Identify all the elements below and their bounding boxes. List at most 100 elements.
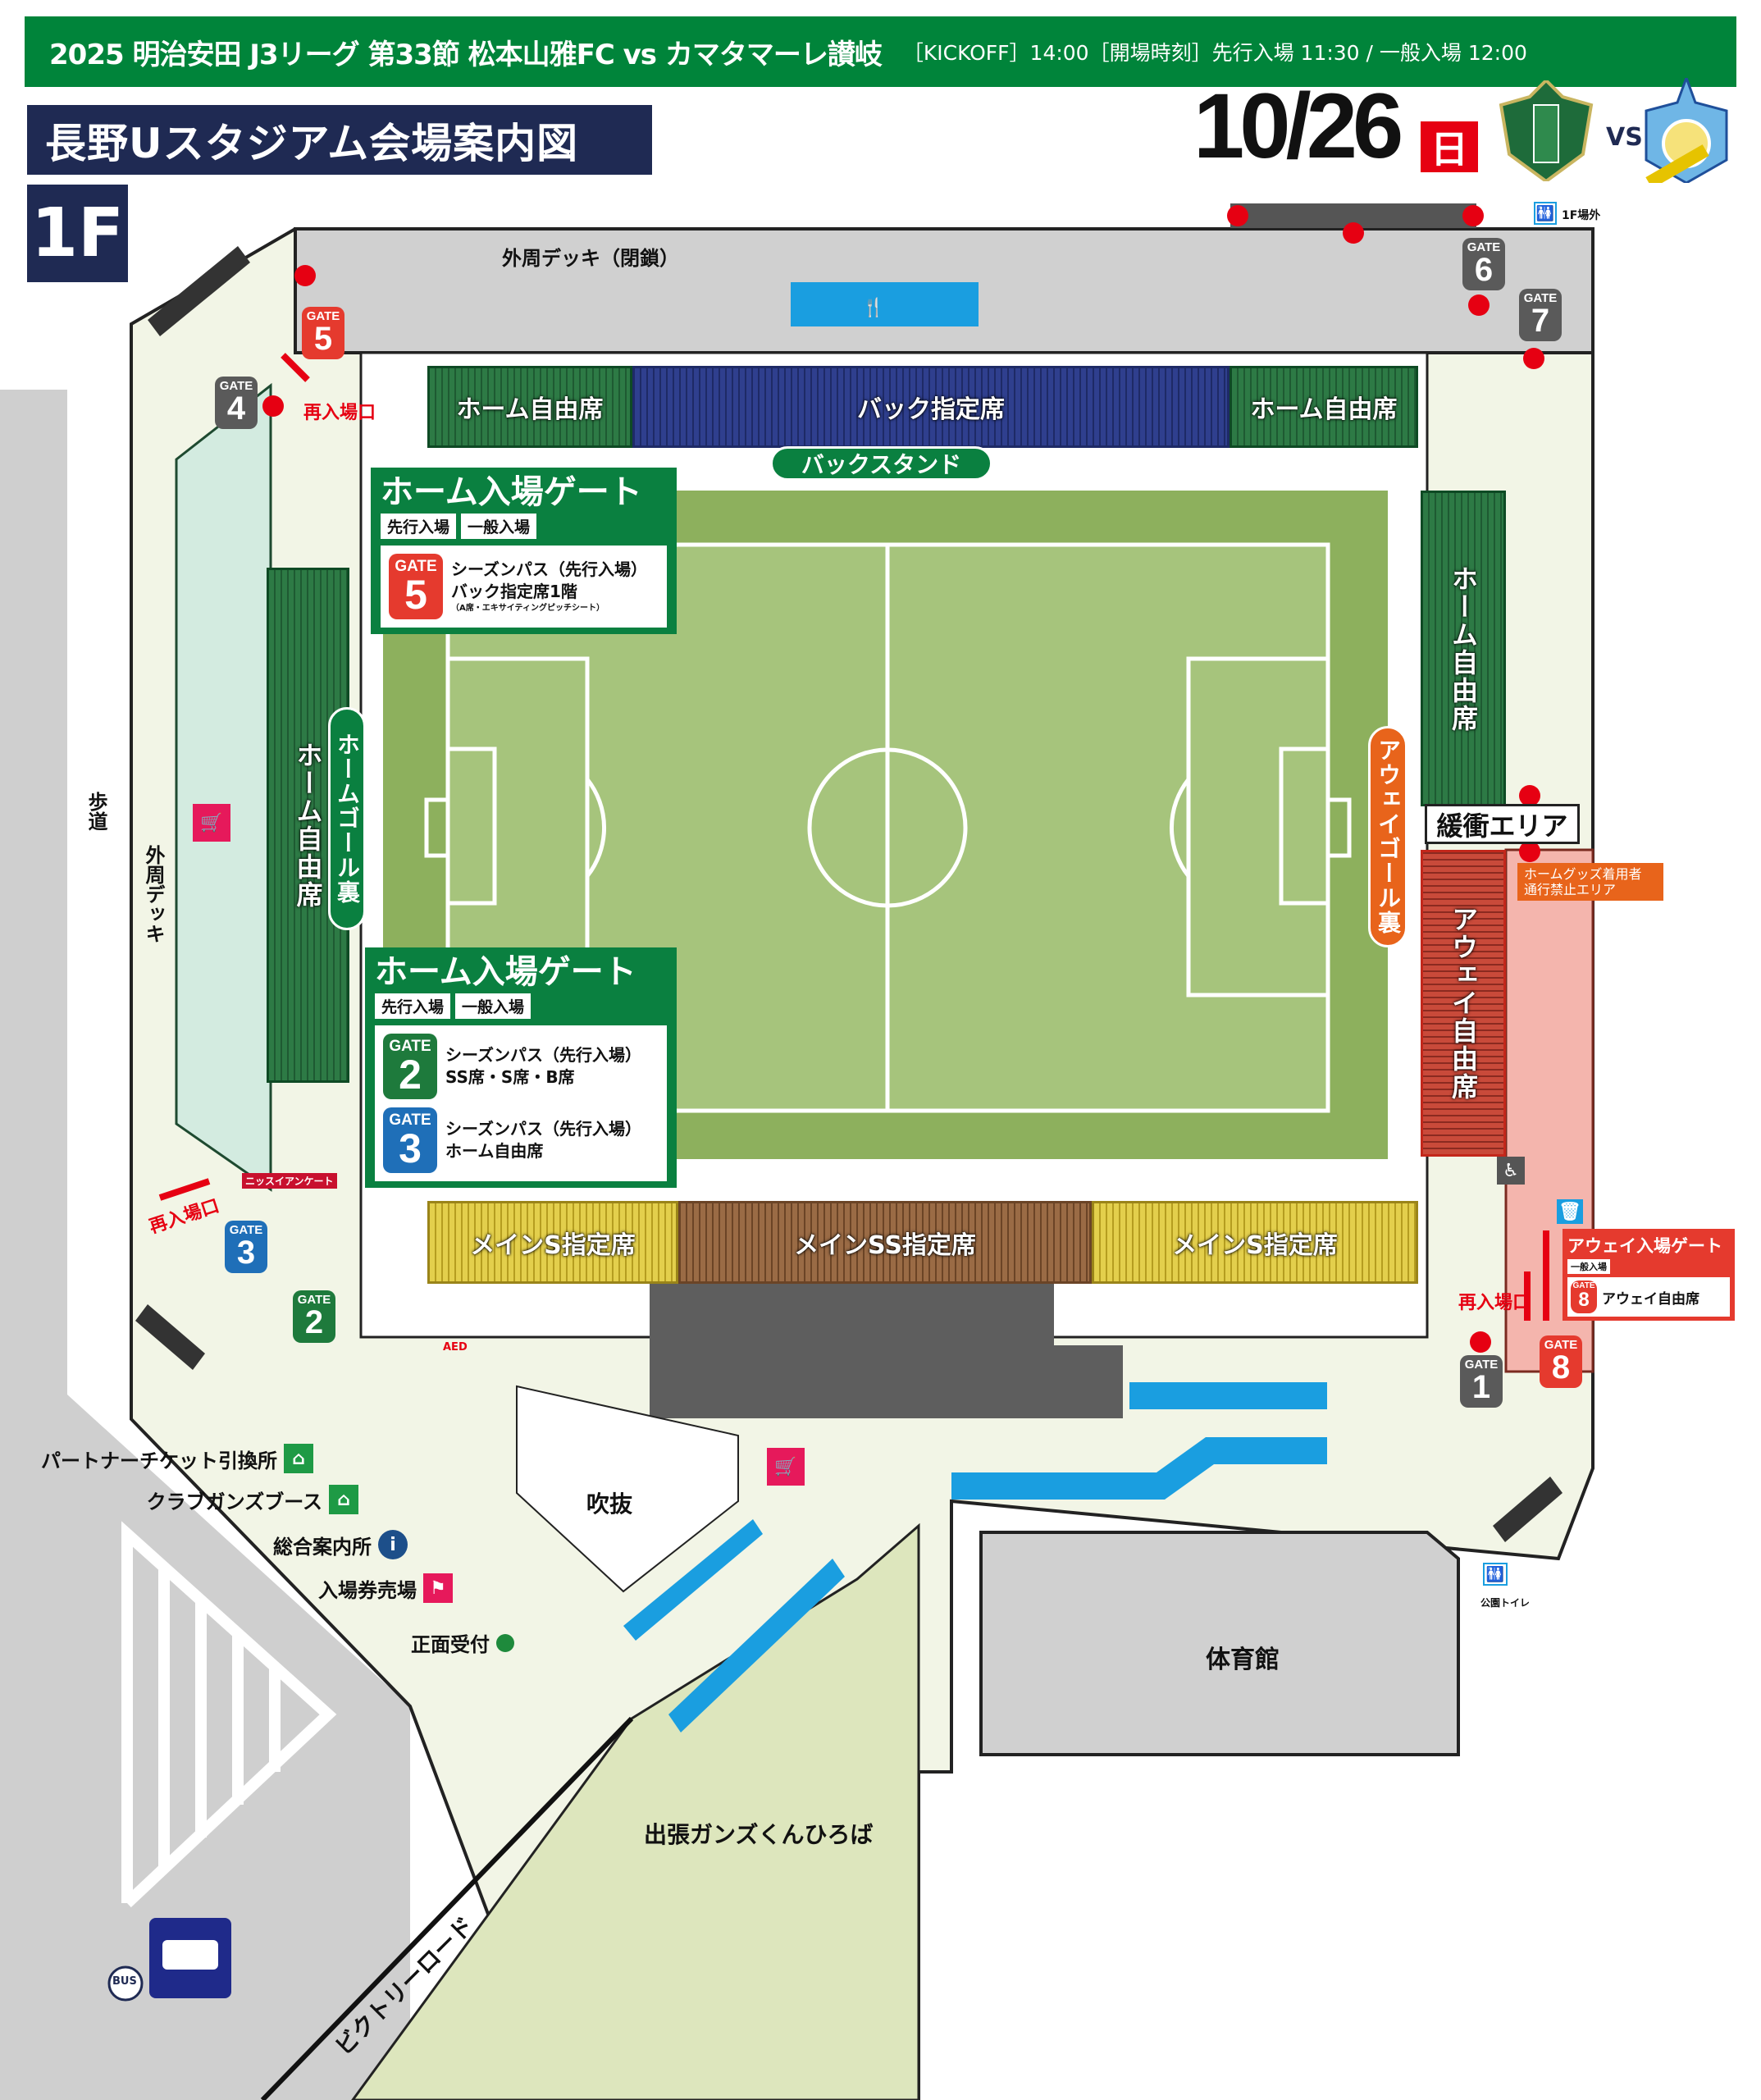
match-weekday: 日	[1421, 121, 1478, 172]
tag-priority-entry: 先行入場	[381, 514, 457, 539]
wheelchair-icon: ♿	[1497, 1157, 1525, 1185]
legend-front-desk: 正面受付	[411, 1628, 514, 1657]
info-icon: i	[378, 1530, 408, 1559]
trash-icon: 🗑	[1557, 1199, 1583, 1224]
no-entry-icons	[262, 205, 1544, 1353]
gym-label: 体育館	[1206, 1646, 1280, 1674]
match-header: 2025 明治安田 J3リーグ 第33節 松本山雅FC vs カマタマーレ讃岐 …	[25, 16, 1736, 87]
match-times: ［KICKOFF］14:00［開場時刻］先行入場 11:30 / 一般入場 12…	[902, 41, 1527, 65]
gate-desc-line: シーズンパス（先行入場）	[451, 559, 647, 580]
gate-desc-line: シーズンパス（先行入場）	[445, 1119, 641, 1139]
stand-back-reserved: バック指定席	[632, 366, 1230, 448]
gate-desc-line: ホーム自由席	[445, 1141, 544, 1161]
match-date: 10/26	[1193, 75, 1403, 177]
stand-back-home-left: ホーム自由席	[427, 366, 632, 448]
plaza-label: 出張ガンズくんひろば	[644, 1821, 874, 1848]
food-area	[951, 1437, 1327, 1500]
toilet-icon: 🚻	[1534, 202, 1557, 225]
atrium-label: 吹抜	[586, 1491, 633, 1518]
green-plaza	[351, 1522, 920, 2100]
gymnasium	[979, 1531, 1460, 1756]
gate-desc-note: （A席・エキサイティングピッチシート）	[451, 604, 604, 614]
parking-stripes	[121, 1521, 337, 1908]
stand-main-ss: メインSS指定席	[678, 1201, 1092, 1284]
stand-back-home-right: ホーム自由席	[1230, 366, 1418, 448]
venue-title: 長野Uスタジアム会場案内図	[27, 105, 652, 175]
sidewalk-label: 歩道	[84, 792, 107, 831]
gate-desc-line: シーズンパス（先行入場）	[445, 1045, 641, 1065]
restricted-area-note: ホームグッズ着用者 通行禁止エリア	[1517, 863, 1663, 902]
ticket-booth-icon: ⚑	[423, 1573, 453, 1603]
food-icon: 🍴	[862, 297, 885, 318]
park-toilet-label: 公園トイレ	[1480, 1597, 1531, 1609]
food-area	[1129, 1382, 1327, 1409]
outer-deck-label: 外周デッキ	[142, 845, 165, 943]
survey-label: ニッスイアンケート	[242, 1173, 337, 1189]
toilet-outside-label: 1F場外	[1562, 209, 1601, 222]
away-team-logo	[1636, 74, 1736, 189]
buffer-area: 緩衝エリア	[1425, 804, 1580, 844]
victory-road-edge	[260, 1716, 634, 2100]
reentry-label: 再入場口	[303, 403, 376, 423]
floor-label: 1F	[27, 185, 128, 282]
tent-icon: ⌂	[329, 1485, 358, 1514]
bus-stop-label: BUS	[112, 1975, 137, 1988]
shop-icon: 🛒	[193, 804, 230, 842]
toilet-icon: 🚻	[1483, 1563, 1508, 1586]
food-area	[791, 282, 979, 326]
tag-general-entry: 一般入場	[1567, 1259, 1610, 1274]
match-title: 2025 明治安田 J3リーグ 第33節 松本山雅FC vs カマタマーレ讃岐	[49, 38, 883, 71]
vs-label: VS	[1606, 123, 1643, 152]
home-team-logo	[1493, 78, 1599, 184]
shop-icon: 🛒	[767, 1448, 805, 1486]
dot-icon	[496, 1633, 514, 1652]
legend-club-booth: クラブガンズブース⌂	[147, 1485, 358, 1514]
tent-icon: ⌂	[284, 1444, 313, 1473]
tag-priority-entry: 先行入場	[375, 993, 451, 1019]
legend-ticket-booth: 入場券売場⚑	[318, 1573, 453, 1603]
aed-label: AED	[443, 1341, 468, 1354]
panel-title: ホーム入場ゲート	[375, 953, 636, 991]
panel-title: ホーム入場ゲート	[381, 473, 642, 511]
legend-partner-ticket: パートナーチケット引換所⌂	[41, 1444, 313, 1473]
bus-stop-icon	[107, 1965, 144, 2002]
food-area	[623, 1519, 763, 1641]
back-stand-label: バックスタンド	[770, 446, 992, 481]
main-building	[650, 1284, 1123, 1418]
tag-general-entry: 一般入場	[455, 993, 531, 1019]
gate-desc-line: アウェイ自由席	[1602, 1290, 1699, 1308]
panel-title: アウェイ入場ゲート	[1567, 1236, 1722, 1256]
tag-general-entry: 一般入場	[461, 514, 537, 539]
away-goal-label: アウェイゴール裏	[1368, 726, 1407, 947]
food-area	[668, 1559, 845, 1732]
stand-main-s-left: メインS指定席	[427, 1201, 678, 1284]
atrium	[516, 1385, 739, 1593]
outer-deck-closed-label: 外周デッキ（閉鎖）	[502, 247, 679, 270]
reentry-arrows	[158, 353, 1549, 1321]
stand-right-home: ホーム自由席	[1421, 491, 1506, 806]
gate-desc-line: SS席・S席・B席	[445, 1067, 575, 1087]
stand-main-s-right: メインS指定席	[1092, 1201, 1418, 1284]
reentry-label: 再入場口	[1458, 1293, 1531, 1313]
staircases	[135, 246, 1563, 1542]
left-concourse	[175, 382, 272, 1192]
restricted-note-line: ホームグッズ着用者	[1524, 866, 1642, 882]
gate-desc-line: バック指定席1階	[451, 582, 577, 602]
